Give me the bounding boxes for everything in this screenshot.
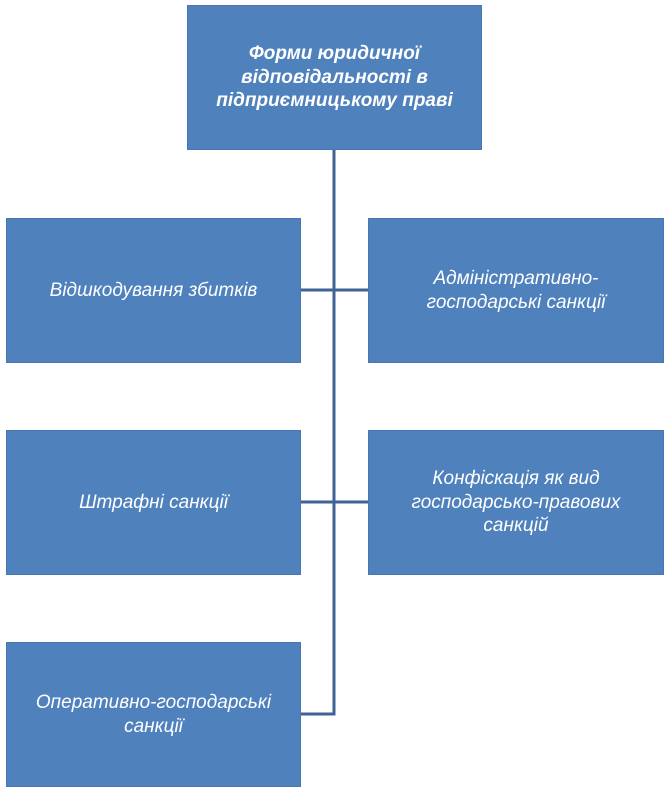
node-administrative-sanctions: Адміністративно-господарські санкції (368, 218, 664, 363)
root-node-label: Форми юридичної відповідальності в підпр… (216, 42, 453, 112)
root-node: Форми юридичної відповідальності в підпр… (187, 5, 482, 150)
node-operational-sanctions: Оперативно-господарські санкції (6, 642, 301, 787)
node-confiscation: Конфіскація як вид господарсько-правових… (368, 430, 664, 575)
node-damages-compensation: Відшкодування збитків (6, 218, 301, 363)
node-label: Штрафні санкції (79, 491, 228, 513)
node-label: Адміністративно-господарські санкції (426, 267, 606, 313)
node-label: Відшкодування збитків (49, 279, 258, 301)
node-label: Оперативно-господарські санкції (35, 691, 272, 737)
node-label: Конфіскація як вид господарсько-правових… (411, 467, 621, 537)
node-penalty-sanctions: Штрафні санкції (6, 430, 301, 575)
